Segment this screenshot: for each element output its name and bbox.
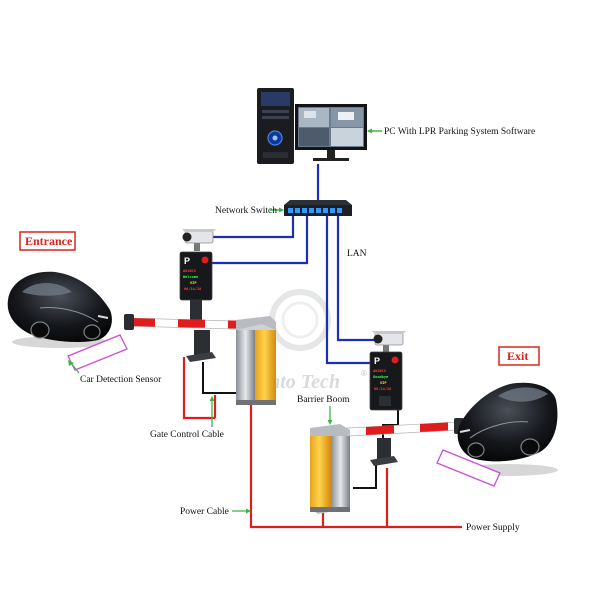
entrance-barrier: Gate Control Cable — [124, 314, 276, 440]
loop-detector-box — [370, 438, 398, 466]
exit-car — [436, 382, 558, 487]
car-icon — [7, 271, 112, 348]
display-line-2: Goodbye — [373, 375, 389, 379]
parking-p: P — [374, 356, 380, 366]
pc-label: PC With LPR Parking System Software — [384, 126, 535, 137]
loop-sensor-icon — [436, 449, 501, 487]
lpr-camera-icon — [182, 229, 216, 251]
entrance-car: Car Detection Sensor — [7, 271, 162, 385]
entrance-lpr-terminal: P AN1BCS Welcome VIP 06/14/18 — [179, 229, 216, 322]
lpr-camera-icon — [372, 331, 406, 352]
barrier-boom-label: Barrier Boom — [297, 395, 350, 405]
loop-detector-box — [186, 330, 216, 362]
display-line-1: AN1BCS — [183, 269, 196, 273]
display-line-3: VIP — [380, 381, 387, 385]
power-cable-label: Power Cable — [180, 507, 229, 517]
barrier-gate-icon — [310, 424, 350, 514]
display-line-3: VIP — [190, 281, 197, 285]
network-switch-icon — [284, 200, 352, 216]
lan-label: LAN — [347, 249, 367, 259]
power-supply-label: Power Supply — [466, 523, 520, 533]
display-line-4: 06/14/18 — [374, 387, 391, 391]
display-line-2: Welcome — [183, 275, 199, 279]
gate-control-cable-label: Gate Control Cable — [150, 430, 224, 440]
registered-mark: ® — [361, 369, 367, 378]
network-cables — [211, 164, 381, 365]
entrance-tag: Entrance — [19, 231, 76, 251]
display-line-4: 06/14/18 — [184, 287, 201, 291]
network-switch-label: Network Switch — [215, 206, 277, 216]
exit-barrier: Barrier Boom — [297, 395, 464, 514]
exit-label: Exit — [507, 349, 528, 363]
monitor-icon — [295, 104, 367, 161]
barrier-gate-icon — [236, 316, 276, 405]
network-switch: Network Switch — [215, 200, 352, 216]
computer-tower-icon — [257, 88, 294, 164]
power-cables — [182, 357, 461, 529]
parking-p: P — [184, 256, 190, 266]
pc-station: PC With LPR Parking System Software — [257, 88, 535, 164]
entrance-label: Entrance — [25, 234, 73, 248]
exit-lpr-terminal: P AN1BCS Goodbye VIP 06/14/18 — [369, 331, 406, 411]
display-line-1: AN1BCS — [373, 369, 386, 373]
car-detection-sensor-label: Car Detection Sensor — [80, 375, 162, 385]
exit-tag: Exit — [498, 346, 540, 366]
